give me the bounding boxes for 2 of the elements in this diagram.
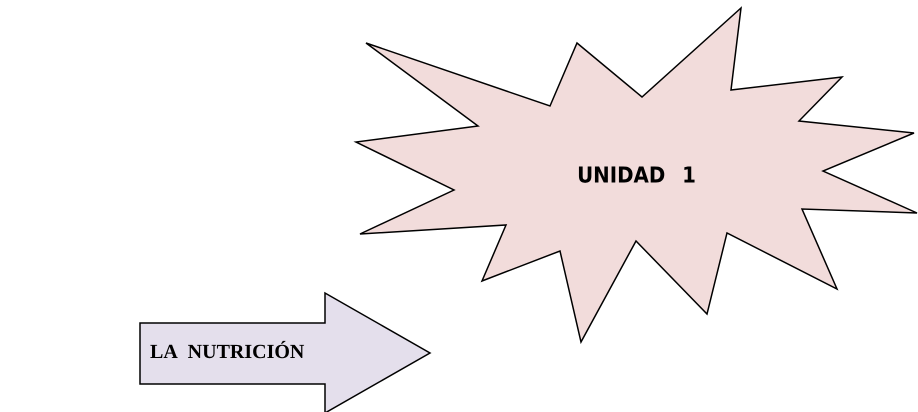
topic-title: LA NUTRICIÓN bbox=[150, 341, 304, 364]
unit-title: UNIDAD 1 bbox=[577, 163, 696, 188]
